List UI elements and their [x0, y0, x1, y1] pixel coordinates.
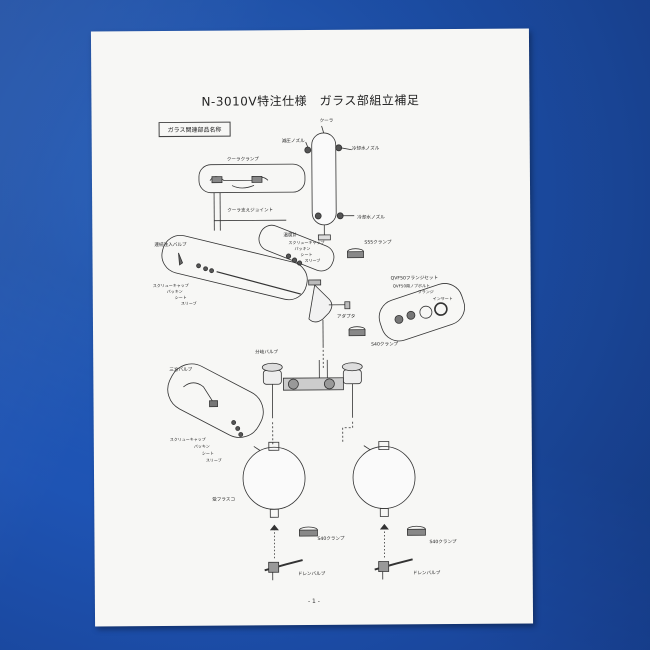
label-insert: インサート [433, 296, 453, 301]
label-s55-clamp: S55クランプ [364, 239, 391, 245]
label-receiver-flask: 受フラスコ [212, 496, 235, 503]
label-continuous-inlet-valve: 連続注入バルブ [154, 241, 187, 248]
label-s40-clamp-left: S40クランプ [317, 536, 344, 542]
s40-clamp-left-drawing [299, 526, 318, 537]
label-s40-clamp-right: S40クランプ [429, 539, 456, 545]
label-packing-1: パッキン [294, 246, 310, 251]
inlet-valve-drawing [161, 234, 308, 301]
label-pressure-reduce-nozzle: 減圧ノズル [282, 137, 305, 144]
label-thermometer: 温度計 [283, 231, 297, 238]
receiver-flask-right [352, 441, 416, 517]
qvf-flange-drawing [378, 283, 465, 342]
cooler-clamp-drawing [198, 163, 306, 231]
label-sheet-1: シート [300, 252, 312, 257]
label-drain-valve-left: ドレンバルブ [298, 570, 326, 577]
document-page: N-3010V特注仕様 ガラス部組立補足 ガラス関連部品名称 [90, 28, 534, 627]
label-sheet-2: シート [175, 295, 187, 300]
drain-valve-right-drawing [374, 558, 413, 580]
s40-clamp-right-drawing [407, 525, 426, 536]
receiver-flask-left [242, 441, 306, 518]
label-screw-cap-2: スクリューキャップ [153, 282, 189, 288]
adapter-drawing [308, 279, 351, 348]
label-cooler-clamp: クーラクランプ [227, 156, 259, 162]
label-qvf-bolt: QVF50用ノブボルト [393, 282, 430, 288]
label-sleeve-3: スリーブ [206, 457, 222, 463]
label-drain-valve-right: ドレンバルブ [413, 569, 441, 576]
label-qvf-flange-set: QVF50フランジセット [391, 275, 438, 281]
label-sheet-3: シート [202, 451, 214, 456]
label-adapter: アダプタ [337, 313, 355, 320]
label-cooler-support-joint: クーラ支えジョイント [227, 206, 273, 213]
label-screw-cap-3: スクリューキャップ [170, 436, 206, 442]
s55-clamp-drawing [347, 248, 364, 259]
label-three-way-valve: 三方バルブ [169, 366, 192, 373]
label-sleeve-2: スリーブ [181, 300, 197, 306]
label-branch-valve: 分岐バルブ [255, 348, 278, 355]
s40-clamp-top-drawing [348, 326, 366, 337]
branch-valve-drawing [261, 349, 363, 419]
assembly-diagram: クーラ 減圧ノズル 冷却水ノズル クーラクランプ クーラ支えジョイント 冷却水ノ… [153, 118, 465, 581]
label-packing-2: パッキン [167, 289, 183, 294]
drain-valve-left-drawing [264, 559, 303, 581]
label-coolant-nozzle-top: 冷却水ノズル [352, 145, 380, 152]
label-screw-cap-1: スクリューキャップ [288, 239, 324, 245]
label-cooler: クーラ [320, 118, 334, 124]
three-way-valve-drawing [167, 363, 264, 438]
label-flange: フランジ [418, 288, 434, 294]
label-s40-clamp-top: S40クランプ [371, 341, 398, 347]
label-coolant-nozzle-bottom: 冷却水ノズル [357, 213, 385, 220]
label-packing-3: パッキン [194, 444, 210, 449]
cooler-drawing [304, 132, 344, 241]
label-sleeve-1: スリーブ [305, 257, 321, 263]
